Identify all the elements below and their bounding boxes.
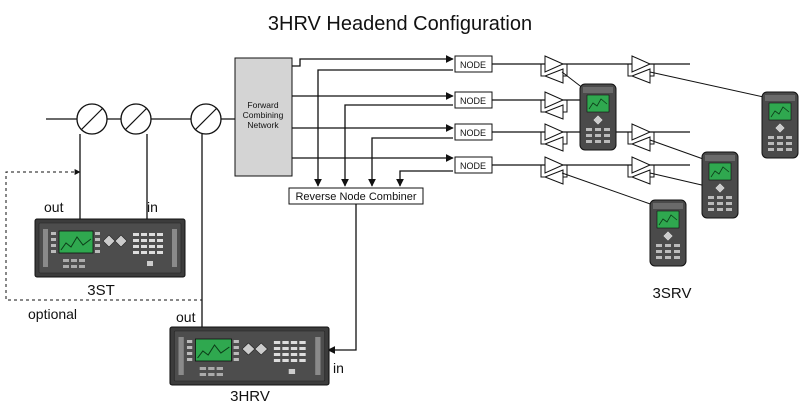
page-title: 3HRV Headend Configuration <box>268 13 532 35</box>
svg-text:NODE: NODE <box>460 128 486 138</box>
svg-text:Combining: Combining <box>243 110 284 120</box>
tap-2 <box>120 103 152 135</box>
3hrv-unit <box>169 326 330 386</box>
3hrv-out-label: out <box>176 309 196 325</box>
optional-label: optional <box>28 306 77 322</box>
amplifier-3a <box>540 123 568 152</box>
amplifier-4a <box>540 156 568 185</box>
svg-text:Network: Network <box>247 120 279 130</box>
svg-text:NODE: NODE <box>460 60 486 70</box>
node-3: NODE <box>454 123 493 141</box>
3srv-unit-1 <box>579 83 617 151</box>
3srv-label: 3SRV <box>653 285 692 302</box>
svg-text:NODE: NODE <box>460 161 486 171</box>
3srv-unit-2 <box>761 91 799 159</box>
3srv-unit-4 <box>649 199 687 267</box>
3hrv-label: 3HRV <box>230 388 270 405</box>
amplifier-1b <box>627 55 655 84</box>
svg-text:Reverse Node Combiner: Reverse Node Combiner <box>295 191 416 203</box>
svg-text:NODE: NODE <box>460 96 486 106</box>
3st-unit <box>34 218 186 278</box>
amplifier-2 <box>540 91 568 120</box>
amplifier-3b <box>627 123 655 152</box>
3srv-unit-3 <box>701 151 739 219</box>
tap-1 <box>76 103 108 135</box>
tap-3 <box>190 103 222 135</box>
amplifier-4b <box>627 156 655 185</box>
amplifier-1a <box>540 55 568 84</box>
node-4: NODE <box>454 156 493 174</box>
3st-label: 3ST <box>87 282 115 299</box>
forward-combining-network <box>234 57 293 177</box>
3hrv-in-label: in <box>333 360 344 376</box>
3st-in-label: in <box>147 199 158 215</box>
optional-path <box>5 169 202 301</box>
node-1: NODE <box>454 55 493 73</box>
node-2: NODE <box>454 91 493 109</box>
3st-out-label: out <box>44 199 64 215</box>
svg-text:Forward: Forward <box>247 100 278 110</box>
